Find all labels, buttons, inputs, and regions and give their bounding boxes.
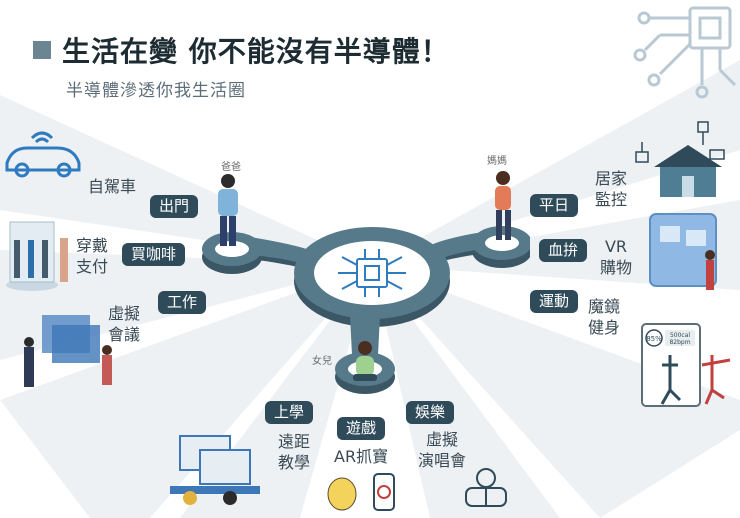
tag-coffee: 買咖啡 [122,243,186,266]
tag-out: 出門 [150,195,199,218]
magic-mirror-illustration: 85% 500cal 82bpm [641,323,731,407]
fitness-percent: 85% [646,335,662,343]
vr-shopping-illustration [649,213,717,290]
label-ar-pokemon: AR抓寶 [334,447,389,466]
label-wearable-pay: 穿戴支付 [76,236,109,276]
tag-school: 上學 [265,401,314,424]
tag-weekday: 平日 [530,194,579,217]
label-virtual-meeting: 虛擬會議 [108,304,141,344]
smart-home-illustration [635,121,725,197]
dad-label: 爸爸 [221,162,241,173]
page-subtitle: 半導體滲透你我生活圈 [66,81,246,101]
tag-work: 工作 [158,291,207,314]
label-home-monitor: 居家監控 [595,169,628,209]
vr-headset-icon [465,468,507,507]
mom-label: 媽媽 [487,156,507,167]
wearable-pay-illustration [6,221,68,291]
dad-figure [218,174,238,246]
self-driving-car-icon [5,131,81,178]
label-magic-mirror: 魔鏡健身 [588,297,621,337]
ar-pokemon-illustration [327,473,395,511]
remote-teaching-illustration [170,435,260,505]
virtual-meeting-illustration [24,315,112,387]
fitness-calories: 500cal [670,332,690,339]
tag-shopping: 血拚 [539,239,588,262]
tag-entertainment: 娛樂 [406,401,455,424]
page-title: 生活在變 你不能沒有半導體！ [62,35,450,68]
label-self-driving: 自駕車 [88,177,137,196]
fitness-heartrate: 82bpm [669,339,690,346]
label-remote-teaching: 遠距教學 [278,432,311,472]
label-virtual-concert: 虛擬演唱會 [418,430,467,470]
title-marker [33,41,51,59]
daughter-label: 女兒 [312,356,332,367]
central-ring-platform [202,226,530,394]
tag-exercise: 運動 [530,290,579,313]
tag-game: 遊戲 [337,417,386,440]
mom-figure [495,171,511,240]
daughter-figure [353,341,377,381]
circuit-decoration [633,6,737,99]
